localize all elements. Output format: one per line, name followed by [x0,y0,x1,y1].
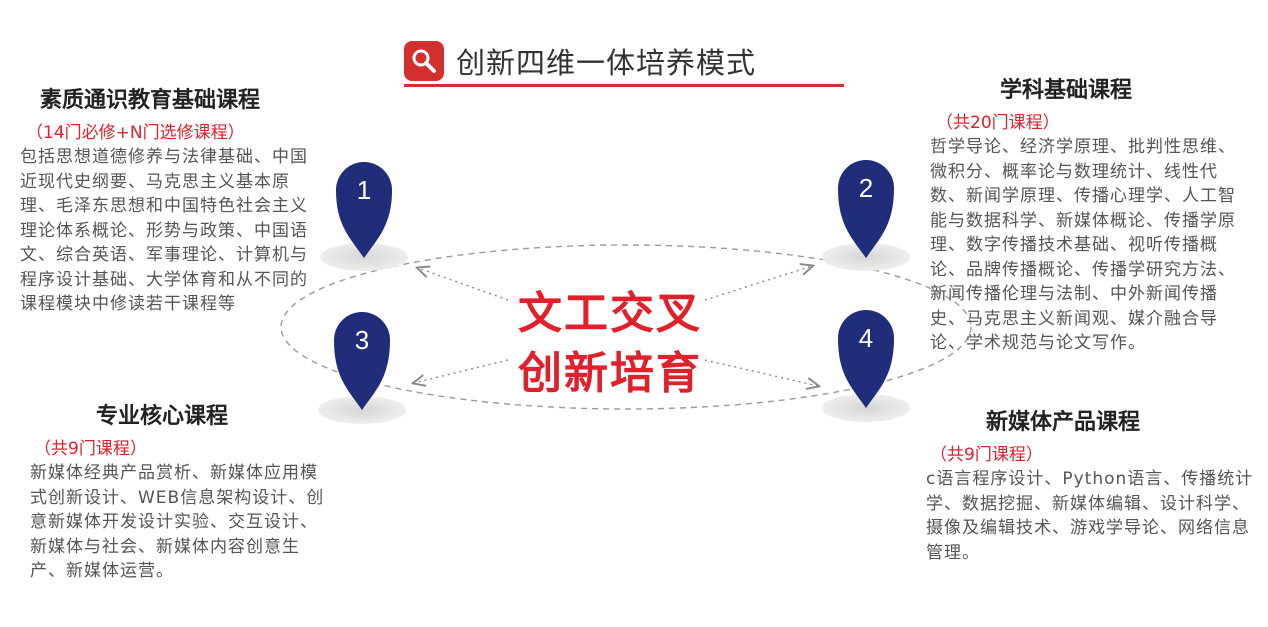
center-line-1: 文工交叉 [518,288,702,339]
pin-2-marker [838,160,894,258]
orbit-ellipse [280,244,972,410]
new-media-product-title: 新媒体产品课程 [986,410,1141,435]
arrow-to-2 [704,266,812,301]
diagram-header: 创新四维一体培养模式 [404,40,756,82]
pin-4-marker [838,310,894,408]
major-core-description: 新媒体经典产品赏析、新媒体应用模式创新设计、WEB信息架构设计、创意新媒体开发设… [30,463,325,581]
arrow-to-3 [414,359,509,383]
discipline-foundation-block: 学科基础课程 （共20门课程） 哲学导论、经济学原理、批判性思维、微积分、概率论… [930,72,1250,356]
pin-3-marker [334,312,390,410]
pin-4: 4 [822,310,910,422]
diagram-title: 创新四维一体培养模式 [456,46,757,80]
pin-1-number: 1 [357,175,371,205]
title-underline [404,84,844,87]
pin-2: 2 [822,160,910,271]
new-media-product-description: c语言程序设计、Python语言、传播统计学、数据挖掘、新媒体编辑、设计科学、摄… [926,469,1254,563]
search-icon [404,41,444,81]
discipline-foundation-title: 学科基础课程 [1000,78,1133,103]
pin-4-number: 4 [859,323,873,353]
major-core-title: 专业核心课程 [96,404,229,429]
pin-1-marker [336,162,392,258]
discipline-foundation-subtitle: （共20门课程） [936,113,1060,133]
arrow-to-1 [418,268,509,301]
general-education-subtitle: （14门必修+N门选修课程） [26,123,245,143]
center-line-2: 创新培育 [518,348,702,399]
arrow-to-4 [704,359,818,386]
discipline-foundation-description: 哲学导论、经济学原理、批判性思维、微积分、概率论与数理统计、线性代数、新闻学原理… [930,137,1236,353]
general-education-description: 包括思想道德修养与法律基础、中国近现代史纲要、马克思主义基本原理、毛泽东思想和中… [20,147,308,314]
new-media-product-block: 新媒体产品课程 （共9门课程） c语言程序设计、Python语言、传播统计学、数… [926,404,1256,565]
pin-3: 3 [318,312,406,424]
new-media-product-subtitle: （共9门课程） [930,445,1043,465]
major-core-subtitle: （共9门课程） [34,439,147,459]
general-education-block: 素质通识教育基础课程 （14门必修+N门选修课程） 包括思想道德修养与法律基础、… [20,82,310,317]
pin-3-number: 3 [355,325,369,355]
major-core-block: 专业核心课程 （共9门课程） 新媒体经典产品赏析、新媒体应用模式创新设计、WEB… [30,398,330,584]
pin-1: 1 [320,162,408,271]
pin-2-number: 2 [859,173,873,203]
center-label: 文工交叉 创新培育 [500,284,720,404]
general-education-title: 素质通识教育基础课程 [40,88,261,113]
